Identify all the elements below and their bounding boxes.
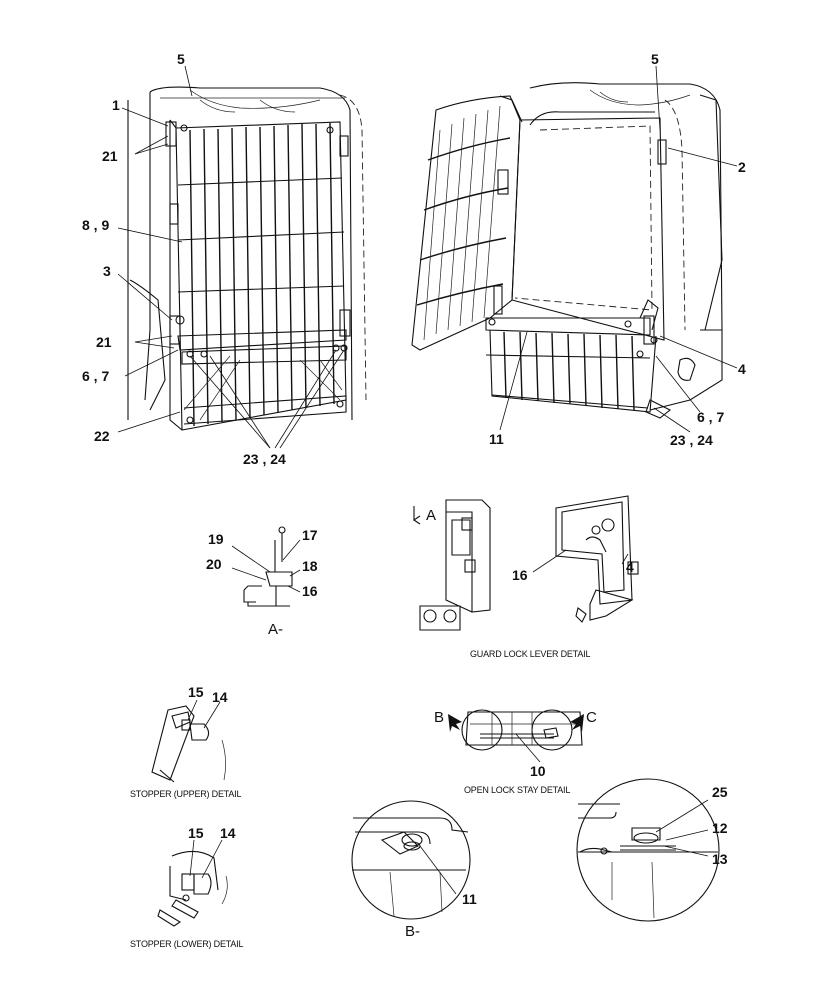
callout-18: 18: [302, 558, 318, 574]
callout-11-top: 11: [489, 431, 504, 447]
view-label-b: B-: [405, 923, 420, 940]
caption-stopper-upper: STOPPER (UPPER) DETAIL: [130, 789, 241, 799]
caption-stopper-lower: STOPPER (LOWER) DETAIL: [130, 939, 243, 949]
callout-5-right: 5: [651, 51, 659, 67]
callout-16-a: 16: [302, 583, 318, 599]
callout-16-b: 16: [512, 567, 528, 583]
closed-guard-view: [117, 65, 367, 449]
callout-10: 10: [530, 763, 546, 779]
detail-b: [351, 800, 471, 920]
callout-14-lower: 14: [220, 825, 236, 841]
callout-4-detail: 4: [626, 559, 634, 575]
caption-guard-lock-lever: GUARD LOCK LEVER DETAIL: [470, 649, 590, 659]
callout-21-mid: 21: [96, 334, 112, 350]
callout-6-7-left: 6 , 7: [82, 368, 109, 384]
callout-17: 17: [302, 527, 318, 543]
callout-23-24-left: 23 , 24: [243, 451, 286, 467]
callout-5-left: 5: [177, 51, 185, 67]
view-label-a: A-: [268, 621, 283, 638]
callout-22: 22: [94, 428, 110, 444]
callout-15-lower: 15: [188, 825, 204, 841]
callout-6-7-right: 6 , 7: [697, 409, 724, 425]
callout-1: 1: [112, 97, 120, 113]
callout-2: 2: [738, 159, 746, 175]
callout-4-right: 4: [738, 361, 746, 377]
callout-11-b: 11: [462, 891, 477, 907]
callout-12: 12: [712, 820, 728, 836]
opened-guard-view: [411, 65, 738, 433]
detail-a: [231, 526, 301, 607]
callout-25: 25: [712, 784, 728, 800]
view-marker-a: A: [426, 507, 436, 524]
callout-3: 3: [103, 263, 111, 279]
callout-21-top: 21: [102, 148, 118, 164]
view-marker-b: B: [434, 709, 444, 726]
callout-14-upper: 14: [212, 689, 228, 705]
callout-19: 19: [208, 531, 224, 547]
view-marker-c: C: [586, 709, 597, 726]
callout-20: 20: [206, 556, 222, 572]
guard-lock-lever-detail: [413, 495, 639, 631]
callout-13: 13: [712, 851, 728, 867]
callout-15-upper: 15: [188, 684, 204, 700]
detail-c: [576, 778, 720, 922]
callout-23-24-right: 23 , 24: [670, 432, 713, 448]
caption-open-lock-stay: OPEN LOCK STAY DETAIL: [464, 785, 570, 795]
stopper-upper-detail: [151, 699, 226, 783]
stopper-lower-detail: [157, 839, 228, 927]
callout-8-9: 8 , 9: [82, 217, 109, 233]
open-lock-stay-detail: [448, 709, 584, 763]
